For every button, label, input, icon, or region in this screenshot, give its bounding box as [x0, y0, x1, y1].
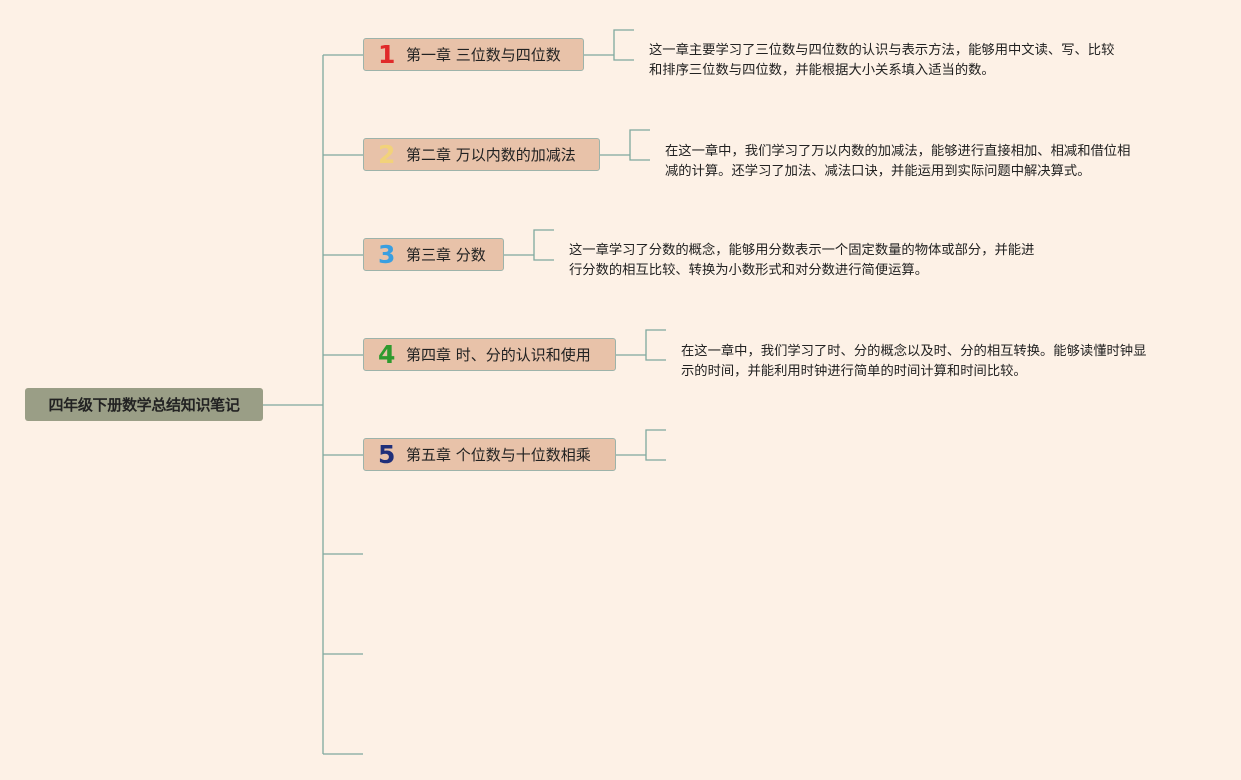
- chapter-number-3: 3: [378, 239, 396, 269]
- chapter-description-3: 这一章学习了分数的概念，能够用分数表示一个固定数量的物体或部分，并能进 行分数的…: [569, 241, 1034, 281]
- chapter-number-1: 1: [378, 39, 396, 69]
- chapter-description-2-line-2: 减的计算。还学习了加法、减法口诀，并能运用到实际问题中解决算式。: [665, 164, 1091, 179]
- desc-bracket-4: [645, 329, 666, 361]
- chapter-title-3: 第三章 分数: [406, 246, 486, 264]
- chapter-description-2-line-1: 在这一章中，我们学习了万以内数的加减法，能够进行直接相加、相减和借位相: [665, 144, 1131, 159]
- chapter-description-1: 这一章主要学习了三位数与四位数的认识与表示方法，能够用中文读、写、比较 和排序三…: [649, 41, 1114, 81]
- chapter-node-3[interactable]: 3 第三章 分数: [363, 238, 504, 271]
- root-node[interactable]: 四年级下册数学总结知识笔记: [25, 388, 263, 421]
- chapter-description-4-line-1: 在这一章中，我们学习了时、分的概念以及时、分的相互转换。能够读懂时钟显: [681, 344, 1147, 359]
- chapter-node-2[interactable]: 2 第二章 万以内数的加减法: [363, 138, 600, 171]
- desc-bracket-5: [645, 429, 666, 461]
- chapter-number-5: 5: [378, 439, 396, 469]
- chapter-title-5: 第五章 个位数与十位数相乘: [406, 446, 591, 464]
- chapter-description-3-line-2: 行分数的相互比较、转换为小数形式和对分数进行简便运算。: [569, 263, 929, 278]
- desc-bracket-1: [613, 29, 634, 61]
- chapter-description-4-line-2: 示的时间，并能利用时钟进行简单的时间计算和时间比较。: [681, 364, 1027, 379]
- chapter-number-2: 2: [378, 139, 396, 169]
- chapter-number-4: 4: [378, 339, 396, 369]
- chapter-node-4[interactable]: 4 第四章 时、分的认识和使用: [363, 338, 616, 371]
- desc-bracket-2: [629, 129, 650, 161]
- root-title: 四年级下册数学总结知识笔记: [48, 396, 240, 414]
- chapter-description-1-line-2: 和排序三位数与四位数，并能根据大小关系填入适当的数。: [649, 63, 995, 78]
- chapter-title-4: 第四章 时、分的认识和使用: [406, 346, 591, 364]
- chapter-node-1[interactable]: 1 第一章 三位数与四位数: [363, 38, 584, 71]
- chapter-title-2: 第二章 万以内数的加减法: [406, 146, 576, 164]
- desc-bracket-3: [533, 229, 554, 261]
- chapter-title-1: 第一章 三位数与四位数: [406, 46, 561, 64]
- chapter-description-4: 在这一章中，我们学习了时、分的概念以及时、分的相互转换。能够读懂时钟显 示的时间…: [681, 342, 1146, 382]
- chapter-description-2: 在这一章中，我们学习了万以内数的加减法，能够进行直接相加、相减和借位相 减的计算…: [665, 142, 1130, 182]
- chapter-description-1-line-1: 这一章主要学习了三位数与四位数的认识与表示方法，能够用中文读、写、比较: [649, 43, 1115, 58]
- chapter-node-5[interactable]: 5 第五章 个位数与十位数相乘: [363, 438, 616, 471]
- chapter-description-3-line-1: 这一章学习了分数的概念，能够用分数表示一个固定数量的物体或部分，并能进: [569, 243, 1035, 258]
